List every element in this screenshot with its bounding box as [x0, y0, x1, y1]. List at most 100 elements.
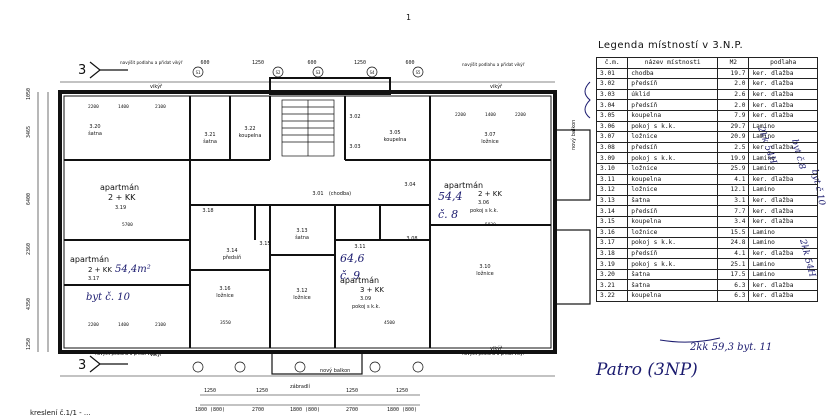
- note-vikyr-bottom-right: vikýř: [490, 345, 503, 352]
- dim-value: 1250: [256, 388, 268, 394]
- room-id: 3.14: [226, 248, 237, 254]
- apt4-type: 3 + KK: [360, 286, 384, 294]
- page-top-mark: 1: [406, 13, 411, 22]
- apt3-room: 3.06: [478, 200, 489, 206]
- room-id: 3.22: [244, 126, 255, 132]
- dim-value: 1050: [26, 88, 32, 100]
- legend-room-number: 3.14: [595, 205, 629, 217]
- apt1-room: 3.19: [115, 205, 126, 211]
- room-name: (chodba): [329, 191, 351, 197]
- dim-value: 1250: [354, 60, 366, 66]
- legend-room-number: 3.10: [595, 162, 629, 175]
- legend-room-number: 3.12: [595, 184, 629, 196]
- legend-room-number: 3.06: [595, 120, 629, 133]
- apt3-title: apartmán: [444, 181, 483, 190]
- dim-value: 2100: [155, 322, 166, 328]
- legend-room-area: 3.1: [717, 194, 750, 207]
- legend-room-floor: ker. dlažba: [748, 99, 818, 111]
- section-arrows: [89, 61, 128, 373]
- legend-room-number: 3.22: [595, 290, 629, 302]
- legend-room-name: pokoj s k.k.: [627, 120, 719, 133]
- legend-room-area: 4.1: [717, 247, 750, 260]
- legend-room-floor: Lamino: [748, 152, 818, 164]
- note-zabradli: zábradlí: [290, 383, 311, 390]
- legend-room-floor: ker. dlažba: [748, 78, 818, 90]
- dims-left: 1050 3465 6400 2360 4350 1250: [26, 88, 32, 350]
- apt1-type: 2 + KK: [108, 193, 136, 202]
- dim-value: 1800 (800): [387, 407, 417, 413]
- note-top-right: navýšit podlahu a přidat vikýř: [462, 62, 525, 67]
- dim-value: 5700: [122, 222, 133, 228]
- legend-room-area: 7.7: [717, 205, 750, 217]
- room-id: 3.16: [219, 286, 230, 292]
- dim-value: 600: [200, 60, 209, 66]
- legend-room-name: pokoj s k.k.: [627, 258, 719, 270]
- legend-room-floor: Lamino: [748, 162, 818, 175]
- legend-room-number: 3.05: [595, 109, 629, 122]
- room-name: předsíň: [223, 254, 242, 261]
- legend-room-floor: ker. dlažba: [748, 109, 818, 122]
- plan-notes: navýšit podlahu a přidat vikýř navýšit p…: [95, 60, 577, 390]
- apt2-title: apartmán: [70, 255, 109, 264]
- section-mark-bottom: 3: [78, 358, 86, 373]
- apt2-type: 2 + KK: [88, 266, 112, 274]
- dim-value: 2700: [252, 407, 264, 413]
- apartment-labels: apartmán 2 + KK 3.19 apartmán 2 + KK 3.1…: [70, 181, 502, 310]
- legend-room-floor: ker. dlažba: [748, 88, 818, 101]
- room-name: ložnice: [216, 292, 233, 299]
- axis-labels: S1 S2 S3 S4 S5: [196, 70, 421, 75]
- hand-apt8-number: č. 8: [438, 208, 458, 221]
- legend-room-name: šatna: [627, 268, 719, 281]
- hand-total-note: 2kk 59,3 byt. 11: [689, 342, 772, 353]
- legend-room-number: 3.15: [595, 215, 629, 228]
- dims-bottom: 1250 1250 1250 1250 1800 (800) 2700 1800…: [195, 388, 417, 413]
- room-name: ložnice: [476, 270, 493, 277]
- note-bottom-right: navýšit podlahu a přidat vikýř: [462, 351, 525, 356]
- legend-room-number: 3.17: [595, 237, 629, 249]
- legend-room-number: 3.19: [595, 258, 629, 270]
- legend-room-area: 4.1: [717, 173, 750, 186]
- axis-marks: [192, 66, 424, 373]
- dim-value: 1800 (800): [195, 407, 225, 413]
- legend-room-floor: ker. dlažba: [748, 247, 818, 260]
- axis-label: S4: [370, 70, 375, 75]
- room-id: 3.01: [312, 191, 323, 197]
- room-id: 3.03: [349, 144, 360, 150]
- legend-room-floor: ker. dlažba: [748, 290, 818, 302]
- room-id: 3.21: [204, 132, 215, 138]
- legend-header-row: č.m. název místnosti M2 podlaha: [595, 57, 818, 69]
- apt3-type: 2 + KK: [478, 190, 502, 198]
- dim-value: 2100: [155, 104, 166, 110]
- dimension-lines: [37, 81, 555, 406]
- hand-apt10-number: byt č. 10: [86, 292, 131, 303]
- hand-underline: [659, 337, 721, 343]
- axis-label: S2: [276, 70, 281, 75]
- legend-room-area: 2.0: [717, 78, 750, 90]
- legend-room-area: 3.4: [717, 215, 750, 228]
- legend-room-name: předsíň: [627, 205, 719, 217]
- note-balcony-right: nový balkon: [570, 120, 577, 150]
- legend-room-area: 20.9: [717, 131, 750, 143]
- room-name: ložnice: [481, 138, 498, 145]
- dims-top: 600 1250 600 1250 600: [200, 60, 414, 66]
- room-name: šatna: [88, 130, 102, 137]
- legend-room-name: předsíň: [627, 247, 719, 260]
- legend-header: název místnosti: [627, 57, 719, 69]
- legend-room-floor: ker. dlažba: [748, 141, 818, 154]
- room-id: 3.12: [296, 288, 307, 294]
- room-id: 3.11: [354, 244, 365, 250]
- dim-value: 1400: [485, 112, 496, 118]
- legend-room-number: 3.21: [595, 279, 629, 292]
- apt4-room: 3.09: [360, 296, 371, 302]
- legend-room-number: 3.07: [595, 131, 629, 143]
- apt4-title: apartmán: [340, 276, 379, 285]
